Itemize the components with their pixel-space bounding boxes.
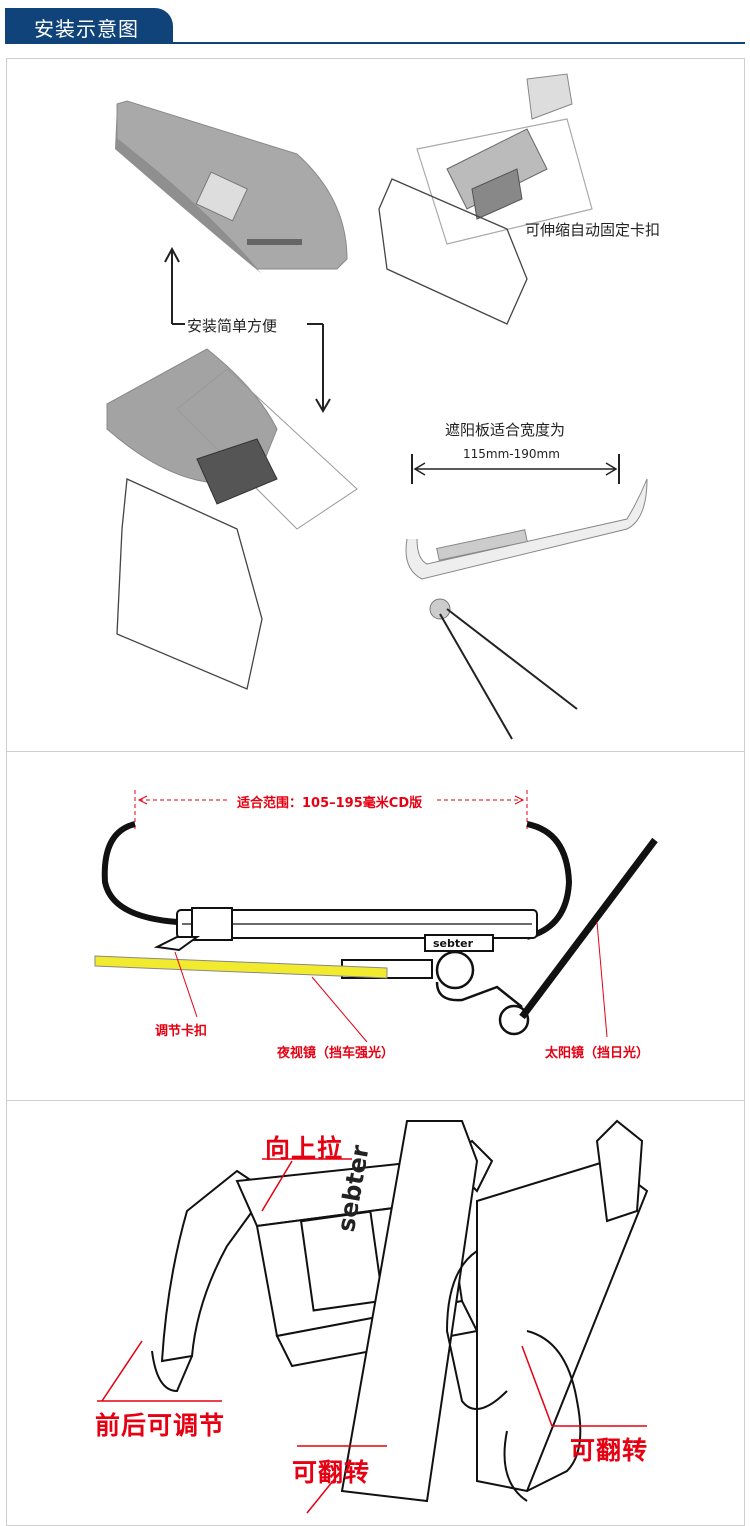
clip-body <box>101 821 573 1036</box>
label-visor-width-title: 遮阳板适合宽度为 <box>445 421 566 439</box>
label-night-lens: 夜视镜（挡车强光） <box>277 1046 395 1061</box>
side-view-clip-illustration <box>405 478 648 740</box>
label-easy-install: 安装简单方便 <box>187 317 278 335</box>
section-title: 安装示意图 <box>34 17 139 41</box>
detail-leader-lines <box>97 1158 647 1514</box>
detail-panel: sebter 向上拉 前后可调节 可翻转 可翻转 <box>6 1100 745 1526</box>
side-view-panel: sebter 适合范围：105–195毫米CD版 调节卡扣 夜视镜（挡车强光） … <box>6 751 745 1101</box>
leader-lines <box>174 921 608 1043</box>
label-sun-lens: 太阳镜（挡日光） <box>545 1046 650 1061</box>
label-telescopic-clip: 可伸缩自动固定卡扣 <box>525 221 661 239</box>
width-dimension <box>411 454 620 484</box>
label-pull-up: 向上拉 <box>265 1134 344 1163</box>
header-divider <box>5 42 745 44</box>
range-dimension <box>134 790 528 830</box>
label-front-back-adjust: 前后可调节 <box>95 1411 226 1440</box>
install-arrows <box>164 246 331 413</box>
clip-detail-drawing <box>151 1119 649 1503</box>
label-visor-width-range: 115mm-190mm <box>463 447 560 461</box>
clip-with-lens-illustration <box>378 73 593 325</box>
install-panel: 可伸缩自动固定卡扣 安装简单方便 遮阳板适合宽度为 115mm-190mm <box>6 58 745 752</box>
mounted-visor-illustration <box>106 348 358 690</box>
detail-diagram <box>97 1119 649 1514</box>
night-lens <box>94 955 388 979</box>
sun-visor-illustration <box>115 100 348 274</box>
brand-label: sebter <box>433 937 474 950</box>
header-bar <box>5 8 173 43</box>
side-view-diagram <box>94 790 658 1043</box>
sun-lens <box>519 837 658 1020</box>
label-adjust-clip: 调节卡扣 <box>155 1024 208 1039</box>
install-illustration <box>106 73 648 740</box>
label-fit-range: 适合范围：105–195毫米CD版 <box>237 796 423 811</box>
label-flip-right: 可翻转 <box>570 1436 649 1465</box>
label-flip-left: 可翻转 <box>292 1458 371 1487</box>
